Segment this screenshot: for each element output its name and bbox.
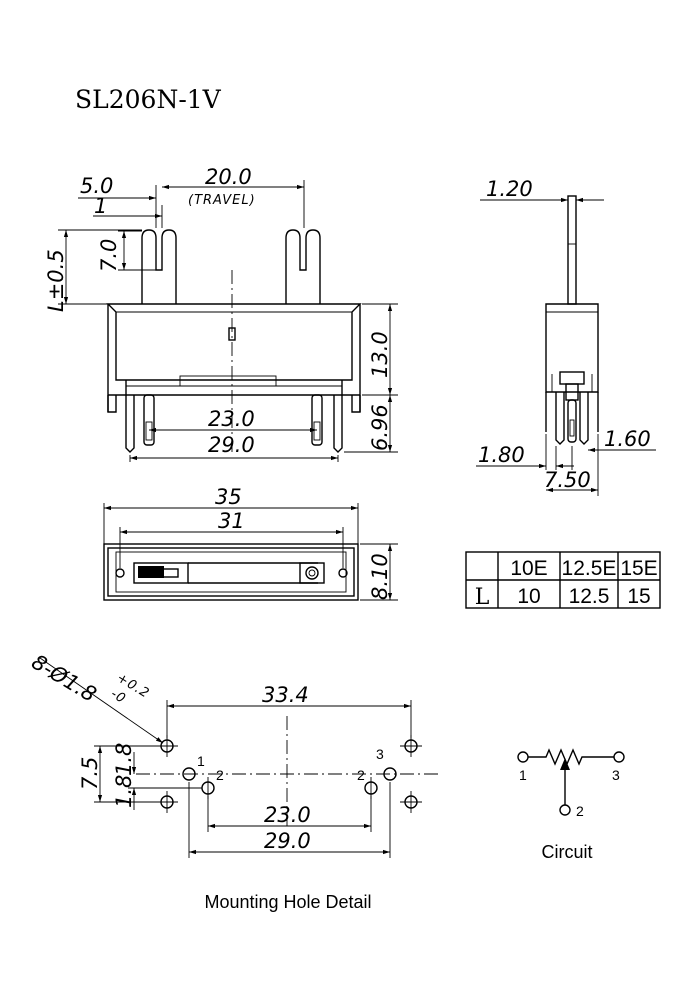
hole-tolerance-low: -0 [108,687,129,708]
dim-inner-pin-span: 23.0 [208,407,255,431]
circuit-diagram: 1 3 2 Circuit [517,748,625,862]
circuit-caption: Circuit [541,842,592,862]
dim-body-height: 13.0 [368,331,392,378]
dim-mount-span: 33.4 [262,683,309,707]
dim-mount-span: 31 [218,509,245,533]
dim-terminal-length: 6.96 [368,404,392,451]
hole-spec: 8-Ø1.8 [27,650,100,707]
dim-width: 8.10 [368,553,392,600]
circuit-pin-3: 3 [612,767,620,783]
mount-pin-3: 3 [376,746,384,762]
dim-body-depth: 7.50 [544,468,591,492]
table-header-15e: 15E [620,557,657,580]
dim-offset-lower: 1.8 [112,775,136,808]
front-view: 5.0 1 20.0 (TRAVEL) 7.0 L±0.5 13.0 6.96 … [44,165,398,462]
mount-pin-1: 1 [197,753,205,769]
dim-lug-width: 1 [94,194,107,218]
table-cell-15: 15 [627,585,650,608]
dim-shaft-length: L±0.5 [44,249,68,312]
mount-pin-2-left: 2 [216,767,224,783]
table-row-label: L [475,585,490,610]
dim-vertical-pitch: 7.5 [78,757,102,790]
mount-pin-2-right: 2 [357,767,365,783]
dim-pitch: 5.0 [80,174,113,198]
top-view: 35 31 8.10 [103,485,398,601]
dim-outer-pin-span: 29.0 [208,433,255,457]
mounting-caption: Mounting Hole Detail [204,892,371,912]
table-header-10e: 10E [510,557,547,580]
circuit-pin-1: 1 [519,767,527,783]
part-number-title: SL206N-1V [75,85,222,114]
dim-offset: 1.8 [112,743,136,776]
table-cell-10: 10 [517,585,540,608]
length-table: 10E 12.5E 15E L 10 12.5 15 [465,551,661,610]
dim-overall-length: 35 [215,485,242,509]
dim-lever-width: 1.20 [486,177,533,201]
circuit-pin-2: 2 [576,803,584,819]
dim-travel: 20.0 [205,165,252,189]
table-cell-12-5: 12.5 [569,585,610,608]
dim-pin-pitch: 1.60 [604,427,651,451]
dim-lug-height: 7.0 [97,239,121,272]
dim-mount-inner-span: 23.0 [264,803,311,827]
side-view: 1.20 1.80 1.60 7.50 [476,177,656,496]
mounting-hole-detail: 1 2 2 3 8-Ø1.8 +0.2 -0 33.4 7.5 1.8 1.8 … [27,650,440,912]
dim-travel-note: (TRAVEL) [188,193,256,208]
table-header-12-5e: 12.5E [562,557,617,580]
dim-mount-outer-span: 29.0 [264,829,311,853]
dim-pin-offset: 1.80 [478,443,525,467]
